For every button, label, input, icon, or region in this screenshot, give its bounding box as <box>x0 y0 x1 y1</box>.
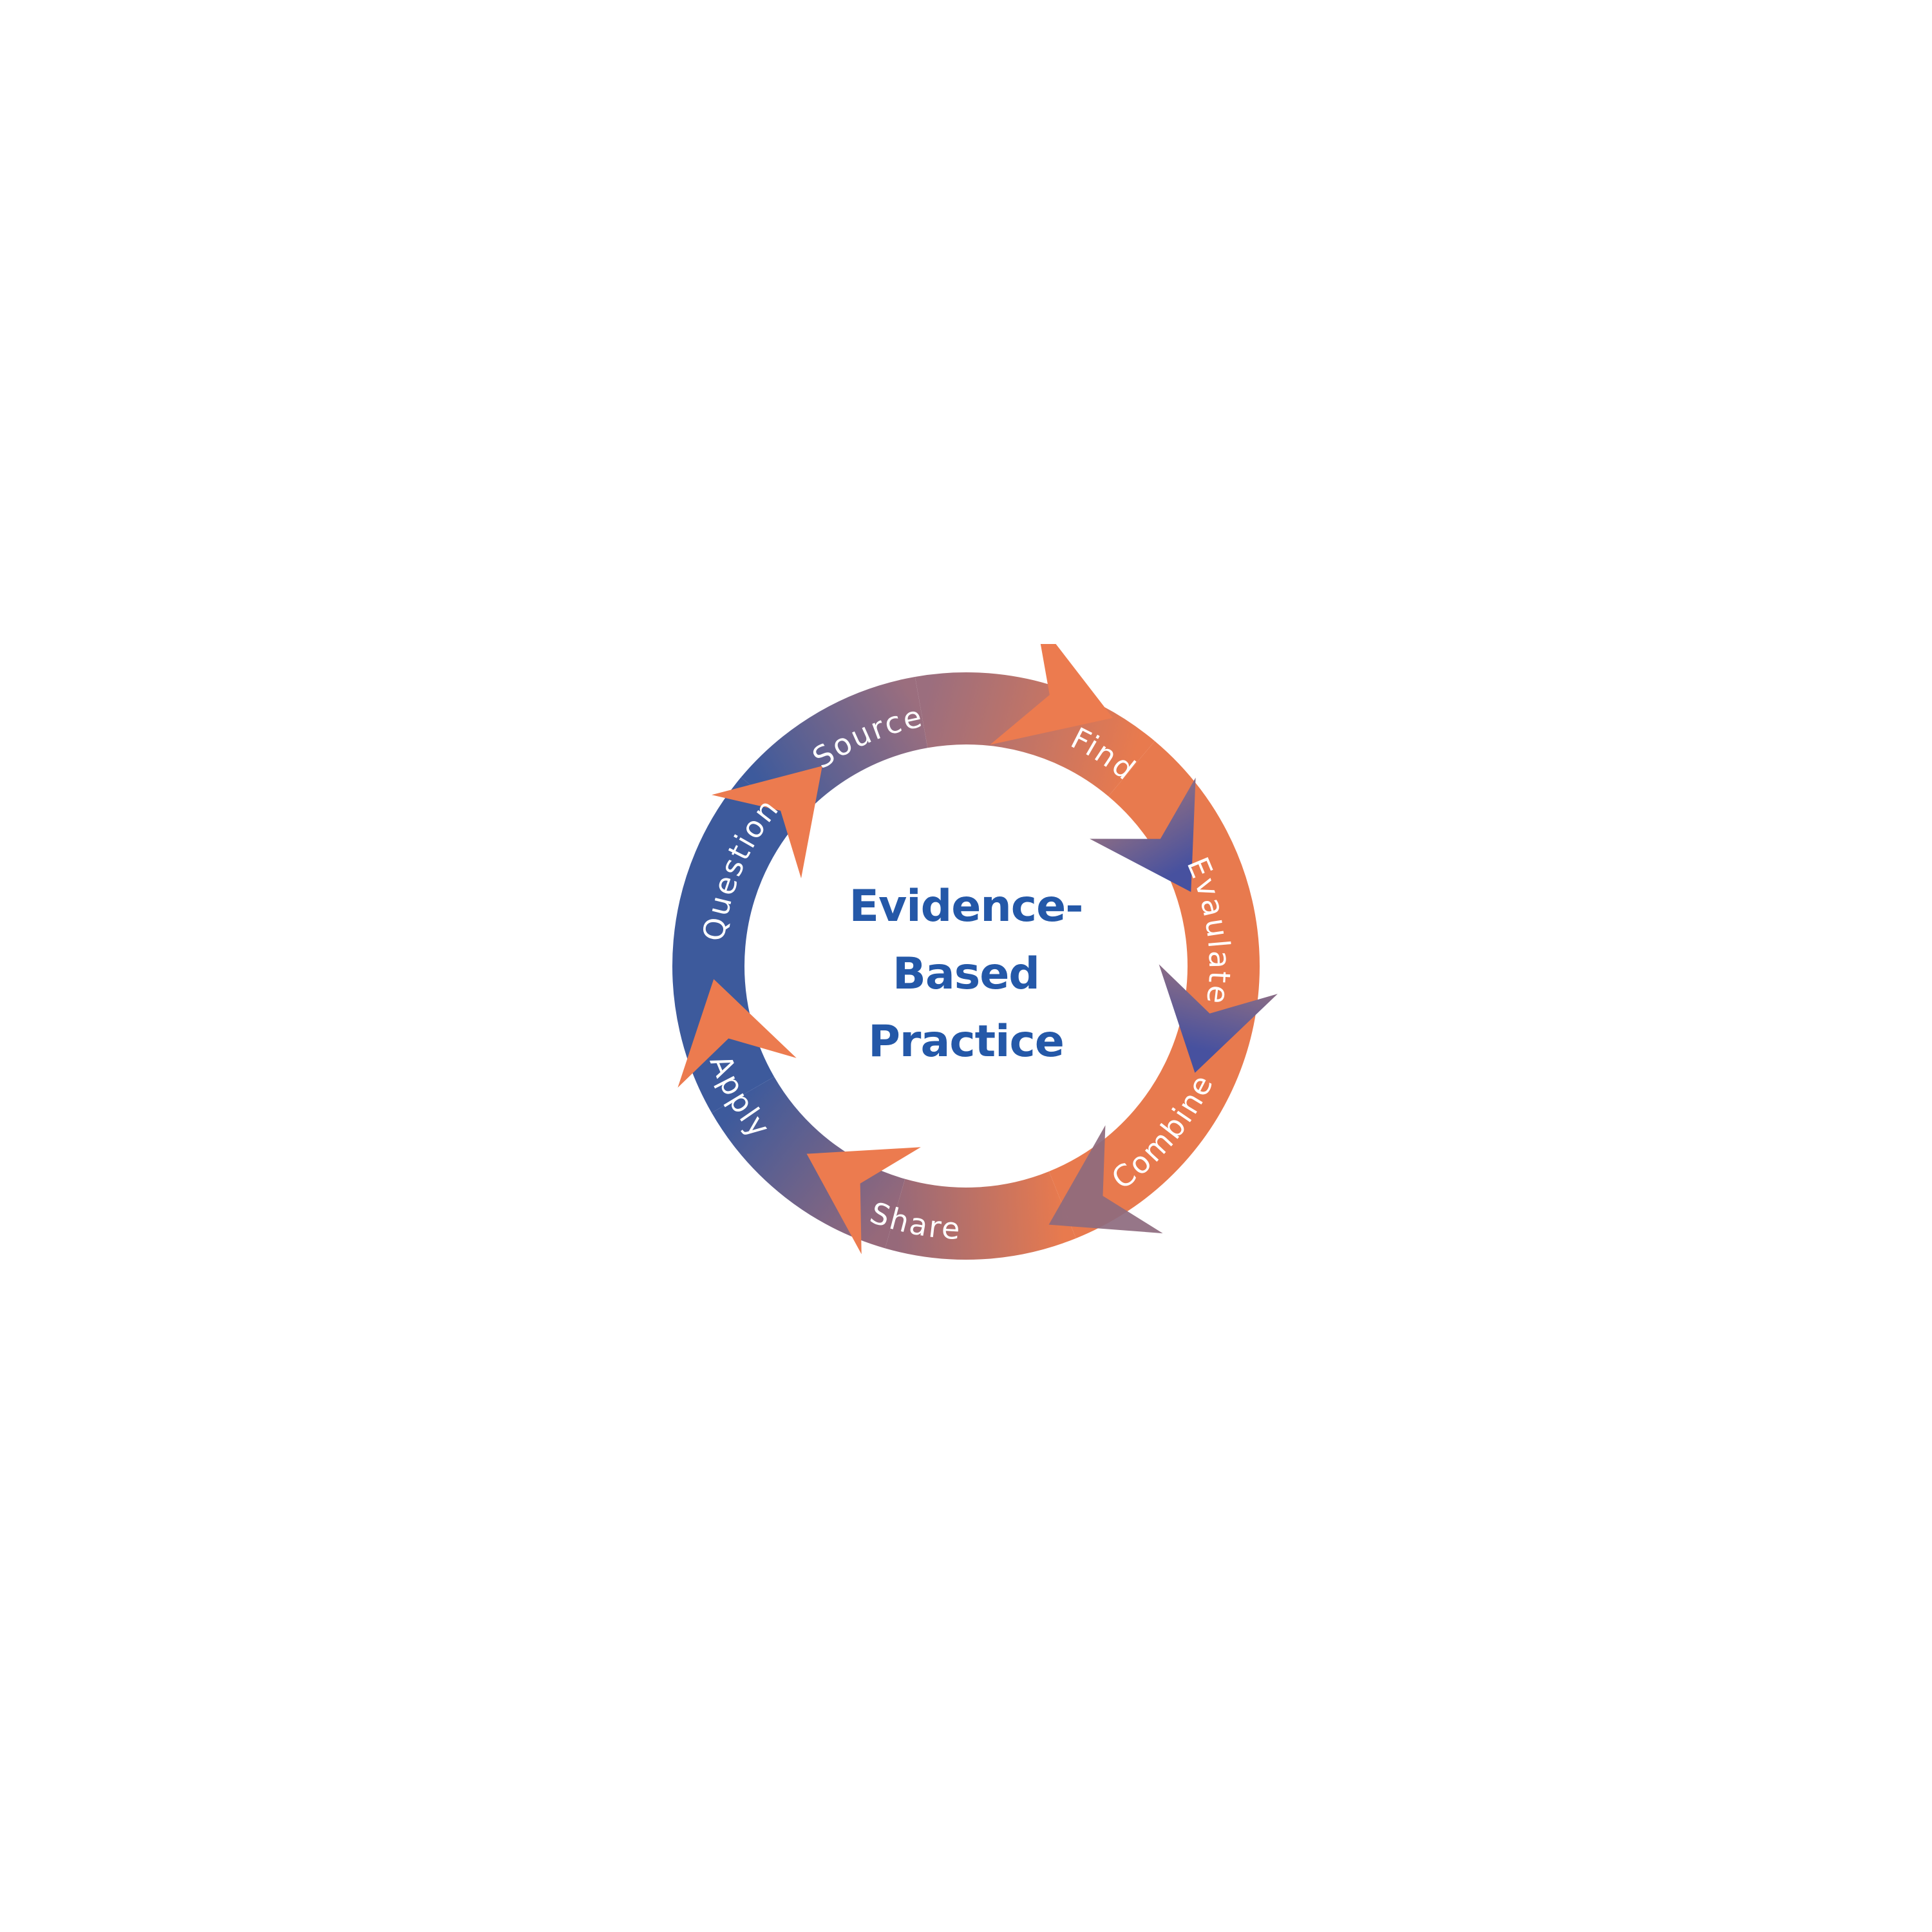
arrow-evaulate-to-combine-icon <box>1159 964 1278 1073</box>
center-title-line-3: Practice <box>868 1016 1064 1067</box>
cycle-arrows <box>677 644 1278 1255</box>
arrow-apply-to-question-icon <box>677 979 797 1088</box>
ring-segment-left-blue <box>672 777 797 1113</box>
arrow-source-to-find-icon <box>990 644 1113 745</box>
center-title-line-2: Based <box>893 949 1039 999</box>
center-title-line-1: Evidence- <box>849 881 1083 932</box>
ebp-cycle-diagram: Source Find Evaulate Combine Share Apply… <box>672 644 1278 1260</box>
arrow-question-to-source-icon <box>712 766 822 878</box>
ring-segment-bottom <box>885 1171 1076 1260</box>
center-title: Evidence- Based Practice <box>849 881 1084 1067</box>
diagram-container: Source Find Evaulate Combine Share Apply… <box>644 644 1288 1288</box>
arrow-combine-to-share-icon <box>1048 1125 1163 1234</box>
arrow-share-to-apply-icon <box>806 1147 921 1255</box>
arrow-find-to-evaulate-icon <box>1090 777 1196 892</box>
ring-segment-bottom-left <box>712 1076 906 1249</box>
